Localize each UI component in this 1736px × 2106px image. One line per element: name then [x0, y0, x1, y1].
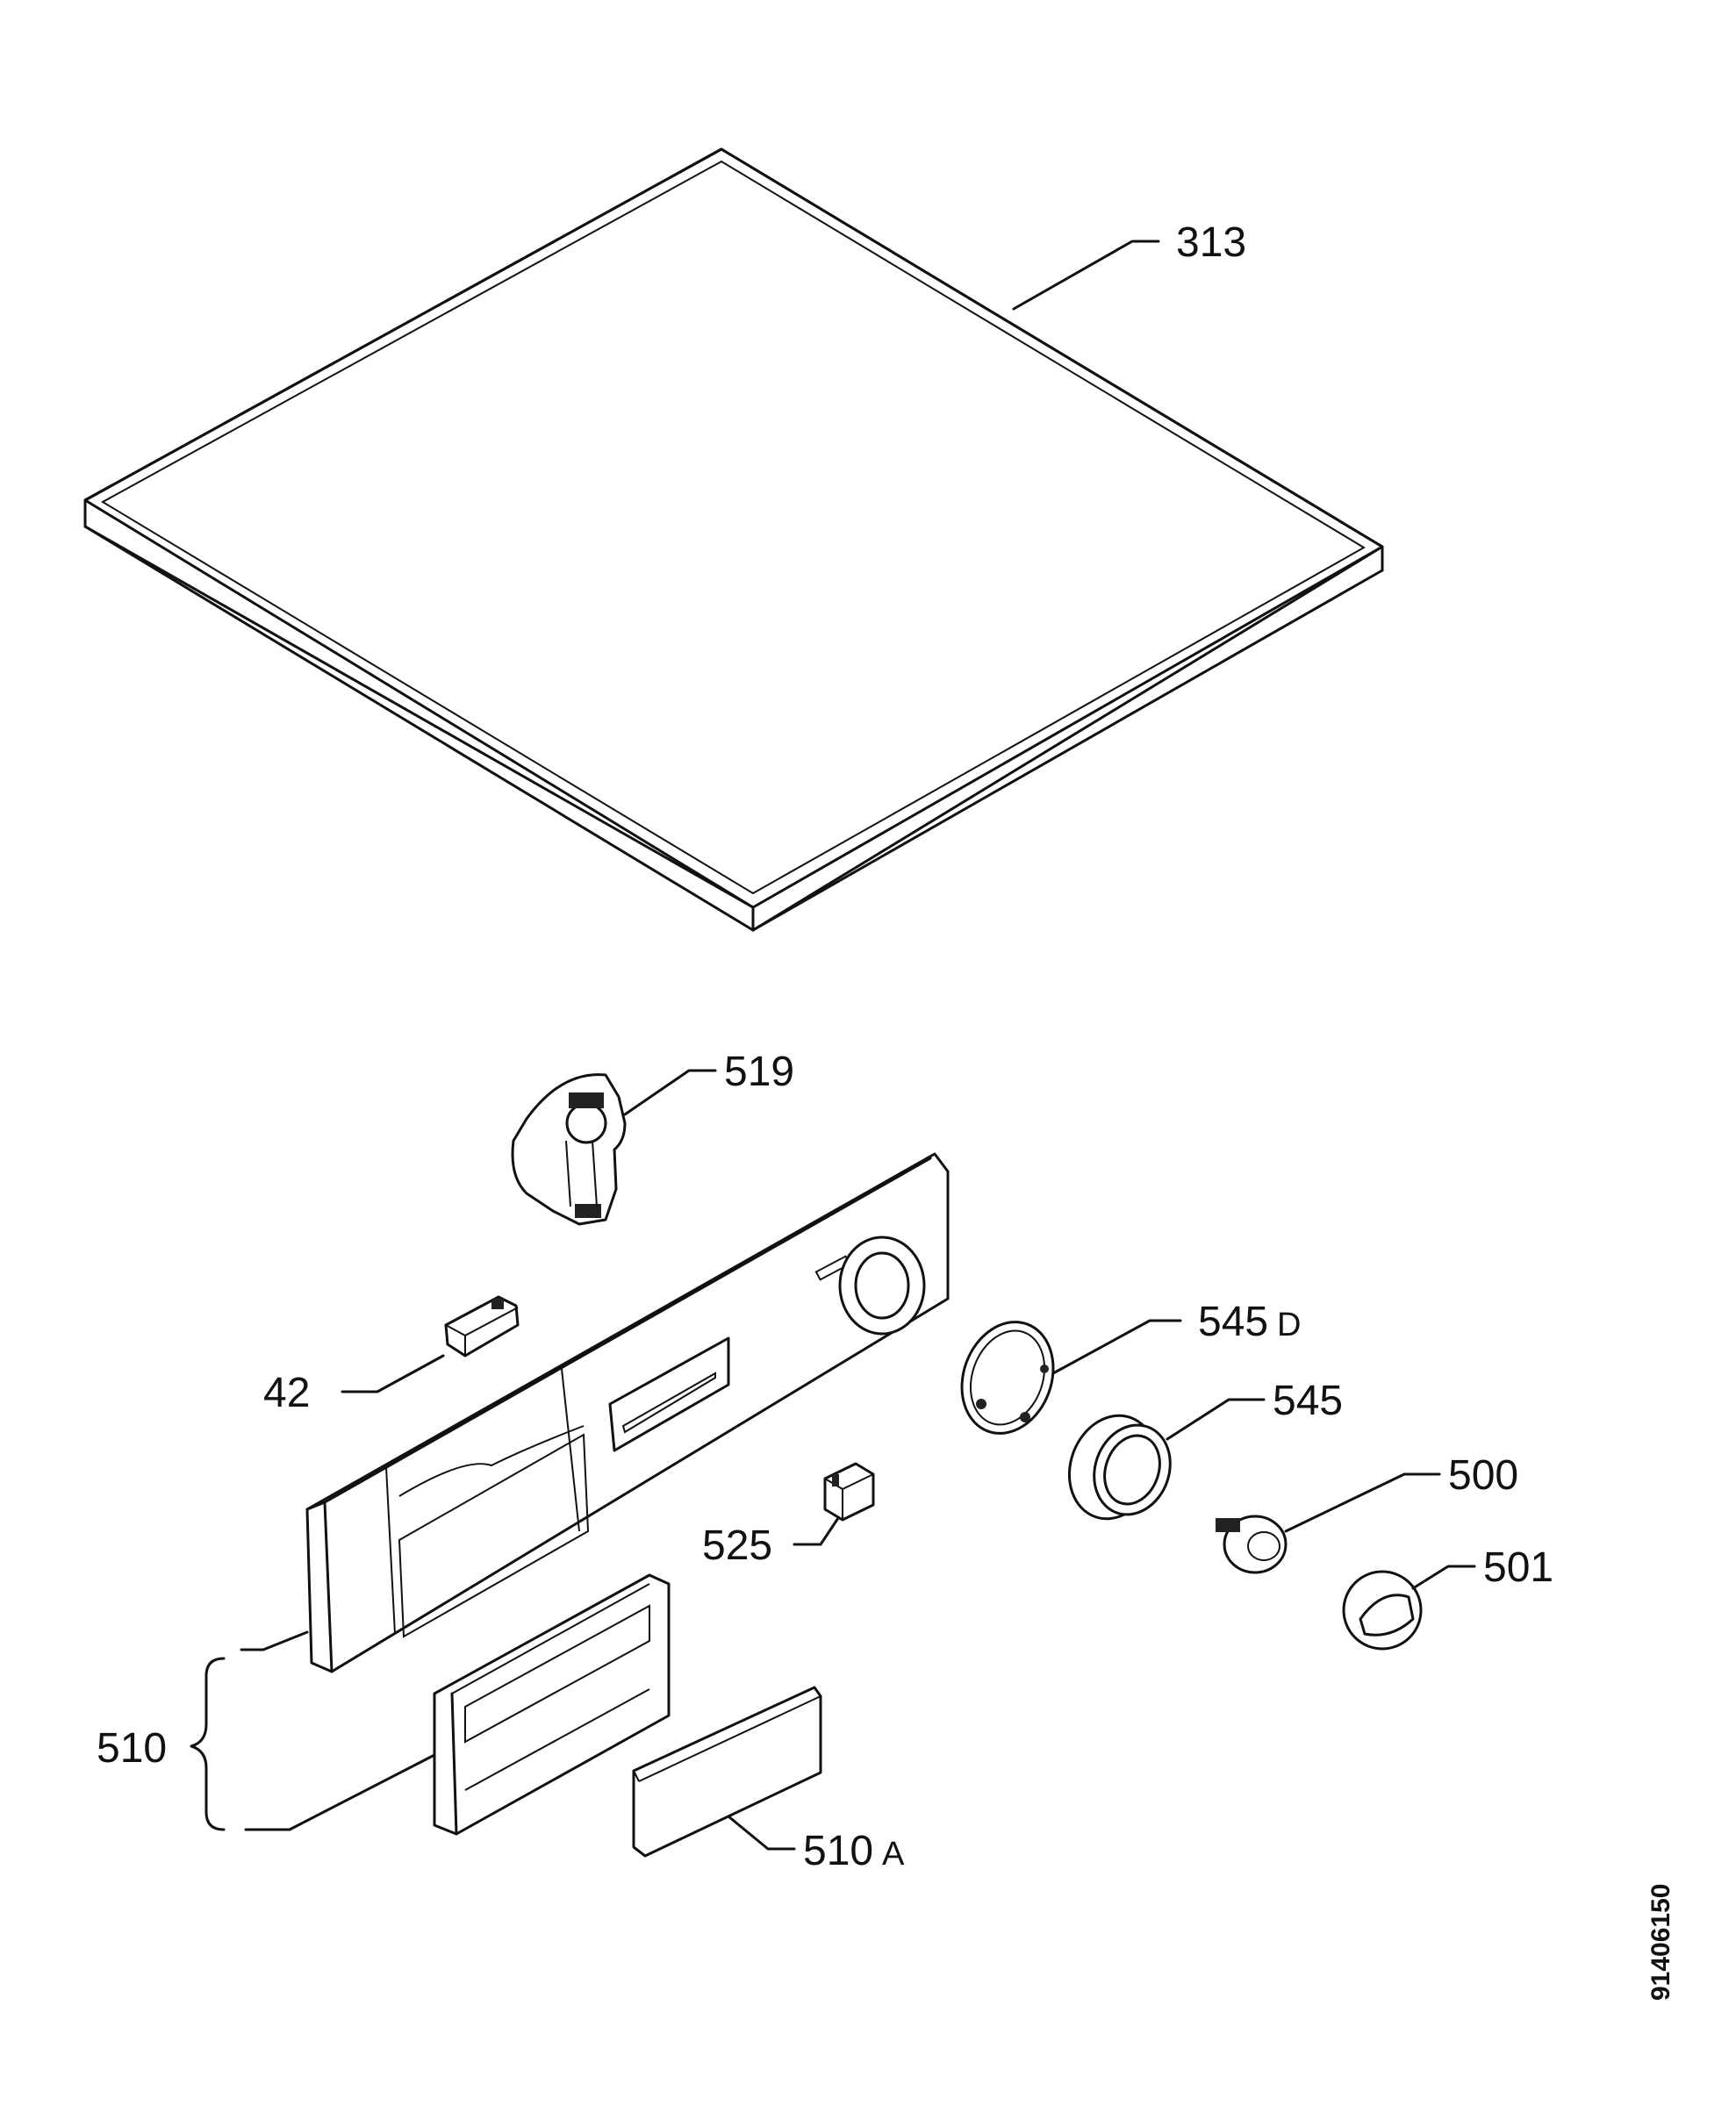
label-313: 313 — [1176, 219, 1246, 266]
part-42-clip — [444, 1295, 520, 1357]
leader-519 — [623, 1069, 717, 1116]
leader-501 — [1411, 1565, 1476, 1590]
part-510-drawer-front — [433, 1573, 671, 1836]
part-510a-panel-insert — [632, 1686, 822, 1858]
part-545d-ring-holder — [960, 1321, 1055, 1435]
label-42: 42 — [263, 1370, 310, 1416]
leader-510-top — [240, 1630, 309, 1651]
document-number: 91406150 — [1646, 1884, 1675, 2001]
leader-500 — [1284, 1472, 1441, 1533]
label-545d: 545 — [1198, 1299, 1268, 1345]
label-500: 500 — [1448, 1452, 1518, 1499]
part-510-control-panel — [305, 1152, 950, 1673]
part-501-knob-cap — [1342, 1570, 1423, 1651]
label-510a: 510 — [803, 1828, 873, 1874]
label-501: 501 — [1483, 1544, 1553, 1591]
label-510: 510 — [97, 1725, 167, 1772]
label-545d-suffix: D — [1277, 1307, 1301, 1343]
leader-42 — [341, 1354, 445, 1393]
label-525: 525 — [702, 1522, 772, 1569]
leader-510a — [727, 1815, 796, 1851]
label-510a-suffix: A — [882, 1836, 905, 1873]
leader-545d — [1051, 1319, 1182, 1375]
leader-545 — [1166, 1398, 1266, 1441]
part-545-knob-ring — [1067, 1414, 1172, 1521]
part-519-bracket — [511, 1073, 627, 1226]
label-545: 545 — [1273, 1378, 1343, 1424]
leader-313 — [1012, 240, 1160, 311]
part-525-switch — [823, 1462, 875, 1522]
part-500-knob-insert — [1216, 1515, 1288, 1574]
leader-510-bottom — [244, 1753, 436, 1831]
leader-525 — [793, 1516, 840, 1546]
part-313-top-cover — [83, 147, 1384, 932]
brace-510 — [190, 1657, 226, 1831]
label-519: 519 — [724, 1049, 794, 1095]
